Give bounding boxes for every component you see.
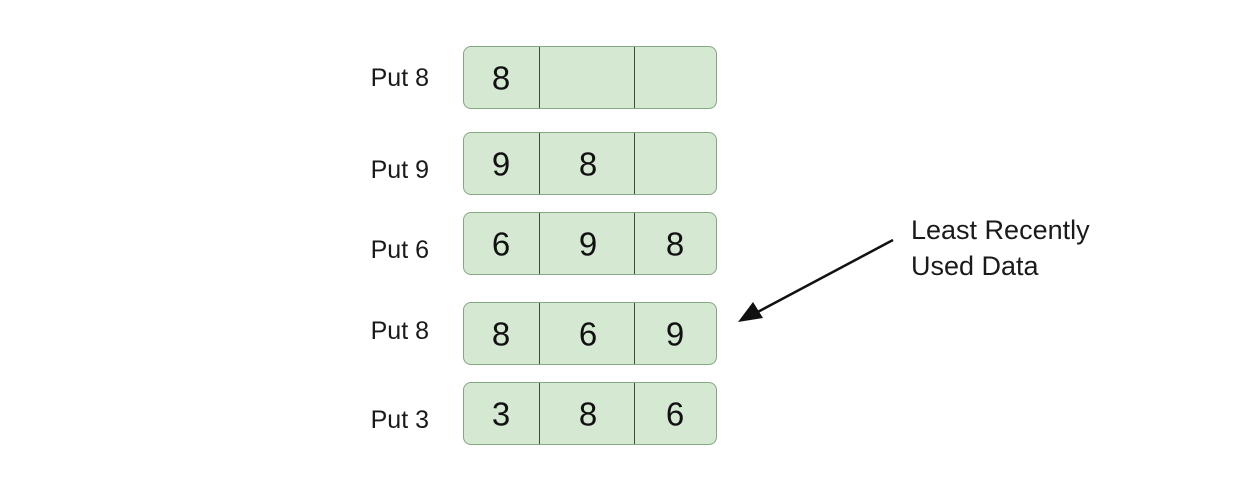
cache-row: 8 6 9 [463, 302, 717, 365]
cache-slot: 6 [634, 383, 716, 444]
cache-slot: 9 [634, 303, 716, 364]
slot-value: 6 [491, 225, 511, 262]
cache-slot: 8 [539, 383, 634, 444]
cache-slot: 9 [539, 213, 634, 274]
cache-slot: 8 [464, 303, 539, 364]
cache-slot [539, 47, 634, 108]
cache-slot: 6 [464, 213, 539, 274]
cache-slot: 6 [539, 303, 634, 364]
step-label: Put 8 [370, 317, 429, 345]
cache-slot [634, 47, 716, 108]
arrow-shaft [751, 238, 894, 317]
slot-value: 8 [578, 395, 598, 432]
slot-value: 9 [491, 145, 511, 182]
slot-value: 6 [665, 395, 685, 432]
slot-value: 9 [665, 315, 685, 352]
cache-slot: 3 [464, 383, 539, 444]
slot-value: 9 [578, 225, 598, 262]
cache-slot: 8 [464, 47, 539, 108]
step-label: Put 8 [370, 64, 429, 92]
cache-row: 9 8 [463, 132, 717, 195]
arrow-head [738, 302, 763, 322]
slot-value: 3 [491, 395, 511, 432]
cache-slot: 8 [634, 213, 716, 274]
cache-row: 6 9 8 [463, 212, 717, 275]
annotation-line-1: Least Recently [911, 215, 1090, 245]
slot-value: 8 [491, 59, 511, 96]
lru-annotation: Least Recently Used Data [911, 212, 1090, 284]
slot-value: 8 [665, 225, 685, 262]
step-label: Put 9 [370, 156, 429, 184]
cache-row: 8 [463, 46, 717, 109]
slot-value: 6 [578, 315, 598, 352]
cache-slot: 9 [464, 133, 539, 194]
cache-slot [634, 133, 716, 194]
slot-value: 8 [491, 315, 511, 352]
annotation-line-2: Used Data [911, 251, 1039, 281]
step-label: Put 6 [370, 236, 429, 264]
cache-slot: 8 [539, 133, 634, 194]
slot-value: 8 [578, 145, 598, 182]
step-label: Put 3 [370, 406, 429, 434]
cache-row: 3 8 6 [463, 382, 717, 445]
